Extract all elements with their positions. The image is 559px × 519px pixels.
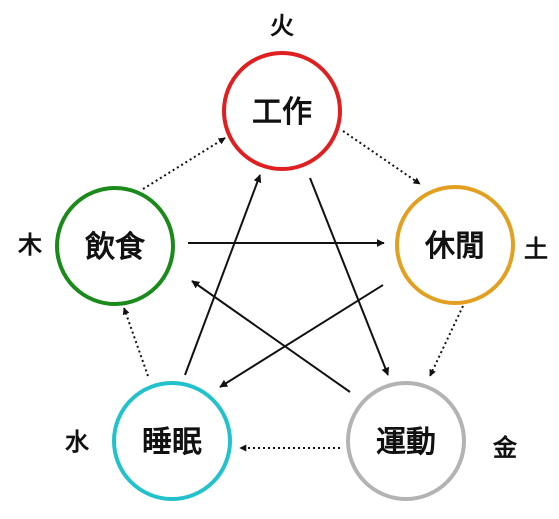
node-work-circle	[222, 51, 342, 171]
node-sleep: 睡眠	[112, 381, 232, 501]
cycle-arrow-sleep-diet	[122, 307, 149, 377]
element-label-earth: 土	[524, 235, 548, 263]
node-exercise: 運動	[346, 381, 466, 501]
node-exercise-circle	[346, 381, 466, 501]
element-label-water: 水	[65, 428, 90, 456]
cycle-arrow-diet-work	[142, 137, 226, 190]
star-arrow-exercise-diet	[191, 280, 351, 393]
node-rest-circle	[395, 185, 515, 305]
node-work-label: 工作	[252, 95, 312, 130]
star-arrow-sleep-work	[184, 174, 262, 376]
star-arrow-work-exercise	[309, 177, 390, 376]
node-rest-label: 休閒	[424, 229, 485, 264]
node-diet: 飲食	[55, 186, 175, 306]
node-sleep-label: 睡眠	[142, 425, 202, 460]
node-diet-label: 飲食	[85, 230, 146, 265]
star-arrow-rest-sleep	[219, 284, 384, 388]
element-label-fire: 火	[270, 12, 294, 40]
node-work: 工作	[222, 51, 342, 171]
node-sleep-circle	[112, 381, 232, 501]
cycle-arrow-work-rest	[342, 130, 421, 185]
element-label-wood: 木	[17, 231, 43, 259]
node-diet-circle	[55, 186, 175, 306]
cycle-arrow-rest-exercise	[429, 305, 464, 377]
node-exercise-label: 運動	[376, 425, 436, 460]
node-rest: 休閒	[395, 185, 515, 305]
element-label-metal: 金	[492, 434, 518, 462]
